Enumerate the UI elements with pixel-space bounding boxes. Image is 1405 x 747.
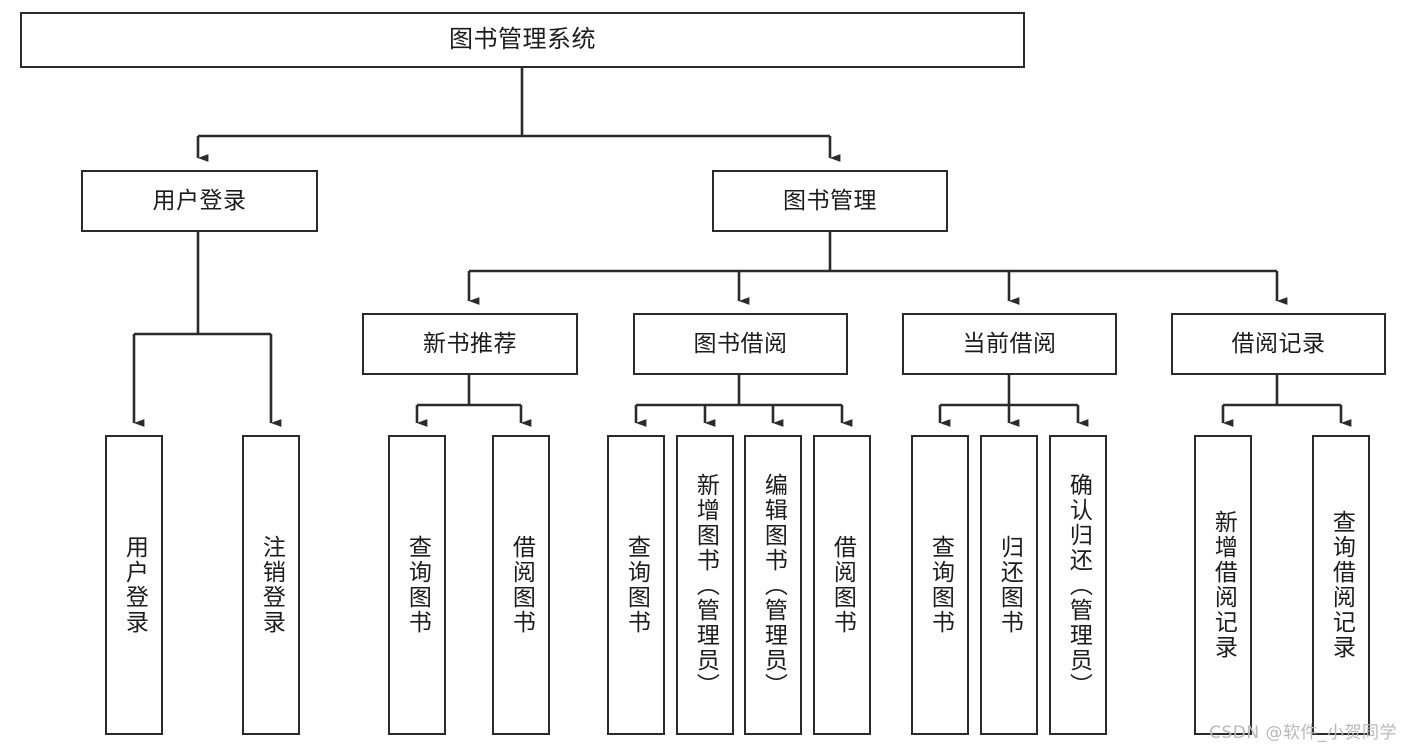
node-leaf-user-login[interactable]: 用户登录 (105, 435, 163, 735)
node-label: 归还图书 (996, 535, 1023, 635)
node-new-book-recommend[interactable]: 新书推荐 (362, 313, 578, 375)
node-label: 查询图书 (927, 535, 954, 635)
node-label: 用户登录 (121, 535, 148, 635)
node-leaf-borrow-book-b[interactable]: 借阅图书 (813, 435, 871, 735)
node-label: 注销登录 (258, 535, 285, 635)
node-label: 查询图书 (404, 535, 431, 635)
node-label: 新增图书（管理员） (692, 472, 719, 698)
node-leaf-confirm-return[interactable]: 确认归还（管理员） (1049, 435, 1107, 735)
node-label: 确认归还（管理员） (1065, 472, 1092, 698)
node-leaf-query-book-c[interactable]: 查询图书 (911, 435, 969, 735)
node-label: 图书借阅 (693, 330, 788, 357)
node-borrow-record[interactable]: 借阅记录 (1171, 313, 1386, 375)
node-label: 图书管理 (783, 187, 877, 214)
node-current-borrow[interactable]: 当前借阅 (902, 313, 1117, 375)
node-leaf-logout[interactable]: 注销登录 (242, 435, 300, 735)
node-leaf-query-record[interactable]: 查询借阅记录 (1312, 435, 1370, 735)
node-label: 图书管理系统 (449, 25, 596, 54)
node-label: 借阅图书 (508, 535, 535, 635)
node-label: 新书推荐 (423, 330, 517, 357)
node-label: 新增借阅记录 (1210, 510, 1237, 660)
node-user-login[interactable]: 用户登录 (81, 170, 318, 232)
node-leaf-add-record[interactable]: 新增借阅记录 (1194, 435, 1252, 735)
node-label: 当前借阅 (962, 330, 1057, 357)
csdn-watermark: CSDN @软件_小贺同学 (1209, 723, 1397, 743)
node-leaf-query-book-b[interactable]: 查询图书 (607, 435, 665, 735)
node-leaf-query-book-a[interactable]: 查询图书 (388, 435, 446, 735)
node-label: 用户登录 (152, 187, 247, 214)
node-leaf-add-book[interactable]: 新增图书（管理员） (676, 435, 734, 735)
node-label: 查询借阅记录 (1328, 510, 1355, 660)
node-label: 借阅记录 (1231, 330, 1326, 357)
node-label: 借阅图书 (829, 535, 856, 635)
node-root-system[interactable]: 图书管理系统 (20, 12, 1025, 68)
node-leaf-return-book[interactable]: 归还图书 (980, 435, 1038, 735)
node-label: 查询图书 (623, 535, 650, 635)
node-leaf-borrow-book-a[interactable]: 借阅图书 (492, 435, 550, 735)
node-book-borrow[interactable]: 图书借阅 (633, 313, 848, 375)
node-label: 编辑图书（管理员） (760, 472, 787, 698)
node-book-management[interactable]: 图书管理 (712, 170, 948, 232)
node-leaf-edit-book[interactable]: 编辑图书（管理员） (744, 435, 802, 735)
